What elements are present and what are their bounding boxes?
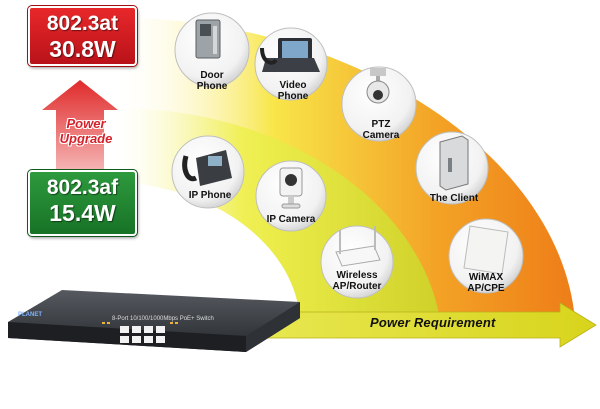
ip-camera-label: IP Camera — [246, 214, 336, 225]
standard-802-3at-badge: 802.3at 30.8W — [27, 5, 138, 67]
device-circle-ip-camera — [255, 160, 327, 232]
power-upgrade-label: Power Upgrade — [46, 116, 126, 146]
the-client-label: The Client — [409, 193, 499, 204]
video-phone-label-line1: Video — [279, 80, 307, 91]
device-circle-ip-phone — [171, 135, 245, 209]
ptz-camera-label-line2: Camera — [362, 130, 400, 141]
wimax-label: WiMAX AP/CPE — [441, 272, 531, 294]
wireless-router-icon — [335, 226, 381, 267]
poe-switch — [8, 290, 300, 352]
power-upgrade-arrow — [42, 80, 118, 172]
device-circle-the-client — [415, 131, 489, 205]
door-phone-label: Door Phone — [167, 70, 257, 92]
wireless-label: Wireless AP/Router — [312, 270, 402, 292]
ip-phone-label-line1: IP Phone — [188, 190, 232, 201]
device-circle-door-phone — [174, 12, 250, 88]
wireless-label-line1: Wireless — [336, 270, 378, 281]
switch-model-text: 8-Port 10/100/1000Mbps PoE+ Switch — [112, 316, 214, 322]
switch-ports — [120, 326, 165, 343]
standard-at-power: 30.8W — [49, 36, 116, 62]
power-upgrade-line1: Power — [66, 116, 106, 131]
device-circle-wimax — [448, 218, 524, 294]
thin-client-icon — [439, 135, 469, 191]
door-phone-label-line1: Door — [200, 70, 224, 81]
power-upgrade-line2: Upgrade — [59, 131, 113, 146]
standard-at-name: 802.3at — [46, 12, 119, 35]
door-phone-label-line2: Phone — [196, 81, 228, 92]
ip-phone-label: IP Phone — [165, 190, 255, 201]
device-circle-wireless — [320, 225, 394, 299]
ip-camera-icon — [279, 167, 303, 209]
door-phone-icon — [195, 19, 221, 59]
inner-white-cut — [110, 182, 300, 320]
ptz-camera-label-line1: PTZ — [371, 119, 391, 130]
ptz-camera-icon — [366, 68, 390, 104]
the-client-label-line1: The Client — [429, 193, 479, 204]
device-circle-video-phone — [254, 27, 328, 101]
wimax-label-line2: AP/CPE — [467, 283, 505, 294]
switch-leds — [102, 322, 178, 324]
video-phone-label: Video Phone — [248, 80, 338, 102]
video-phone-icon — [260, 38, 320, 72]
standard-af-power: 15.4W — [49, 200, 116, 226]
video-phone-label-line2: Phone — [277, 91, 309, 102]
device-circle-ptz-camera — [341, 66, 417, 142]
power-requirement-label: Power Requirement — [370, 315, 496, 330]
standard-af-name: 802.3af — [46, 176, 119, 199]
ip-camera-label-line1: IP Camera — [266, 214, 316, 225]
wimax-cpe-icon — [463, 225, 509, 275]
switch-brand-logo: PLANET — [18, 312, 42, 318]
ip-phone-icon — [182, 150, 232, 186]
standard-802-3af-badge: 802.3af 15.4W — [27, 169, 138, 237]
ptz-camera-label: PTZ Camera — [336, 119, 426, 141]
wireless-label-line2: AP/Router — [332, 281, 382, 292]
wimax-label-line1: WiMAX — [468, 272, 504, 283]
